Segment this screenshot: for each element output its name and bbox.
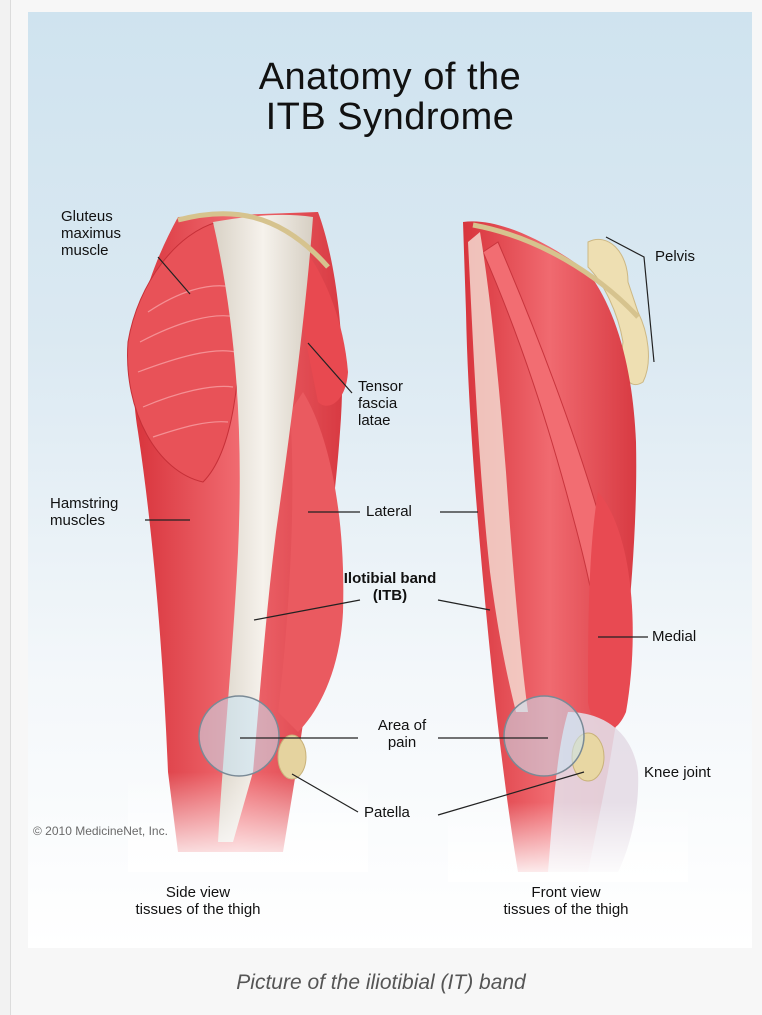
label-pelvis: Pelvis <box>655 248 695 265</box>
label-patella: Patella <box>364 804 410 821</box>
itb-anatomy-illustration: Anatomy of the ITB Syndrome Gluteus maxi… <box>28 12 752 948</box>
front-pain-area-circle <box>504 696 584 776</box>
front-view-caption: Front view tissues of the thigh <box>466 884 666 918</box>
copyright-notice: © 2010 MedicineNet, Inc. <box>33 824 168 838</box>
side-view-caption: Side view tissues of the thigh <box>98 884 298 918</box>
label-iliotibial-band: Ilotibial band (ITB) <box>328 570 452 604</box>
side-pain-area-circle <box>199 696 279 776</box>
label-area-of-pain: Area of pain <box>362 717 442 751</box>
diagram-title-line-1: Anatomy of the <box>28 58 752 96</box>
label-lateral: Lateral <box>366 503 412 520</box>
label-gluteus-maximus: Gluteus maximus muscle <box>61 208 121 259</box>
label-hamstring-muscles: Hamstring muscles <box>50 495 118 529</box>
figure-caption: Picture of the iliotibial (IT) band <box>0 971 762 995</box>
diagram-title-line-2: ITB Syndrome <box>28 98 752 136</box>
label-tensor-fascia-latae: Tensor fascia latae <box>358 378 403 429</box>
label-knee-joint: Knee joint <box>644 764 711 781</box>
label-medial: Medial <box>652 628 696 645</box>
front-view-thigh <box>448 221 688 882</box>
